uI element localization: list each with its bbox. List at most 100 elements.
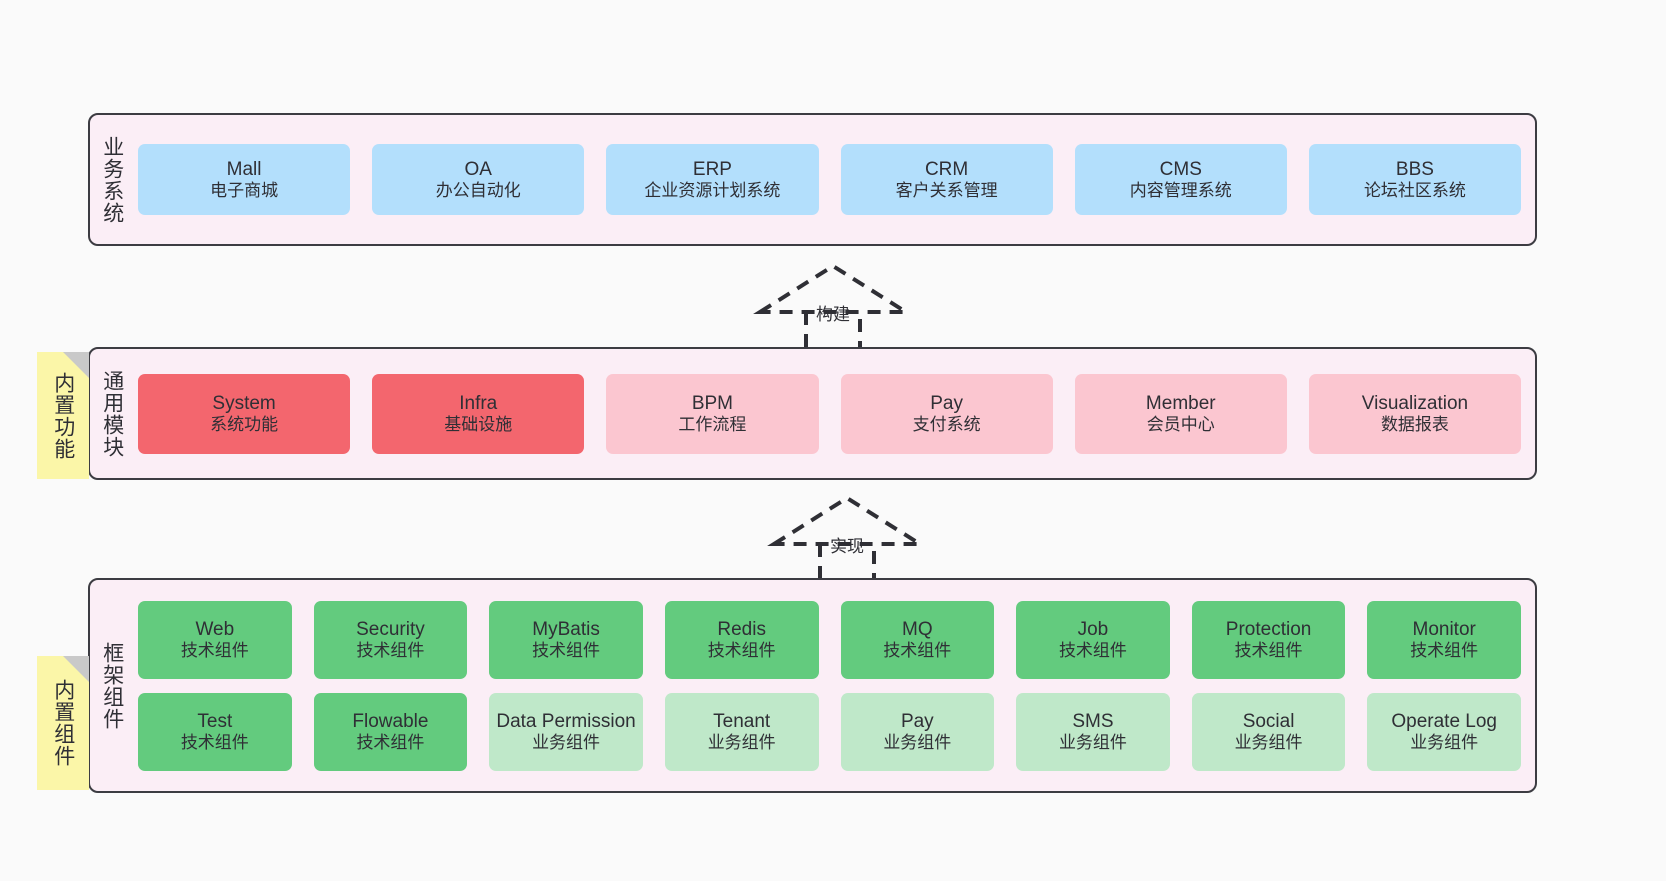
card-subtitle: 基础设施	[444, 414, 513, 434]
card-title: Job	[1077, 618, 1109, 640]
card-test[interactable]: Test 技术组件	[138, 692, 292, 771]
card-mq[interactable]: MQ 技术组件	[840, 600, 995, 679]
card-subtitle: 会员中心	[1146, 414, 1215, 434]
card-title: CRM	[924, 158, 969, 180]
card-title: Web	[195, 618, 235, 640]
card-title: BPM	[691, 392, 734, 414]
layer-title-framework-component: 框架组件	[100, 641, 124, 730]
card-title: ERP	[692, 158, 732, 180]
card-title: Visualization	[1361, 392, 1469, 414]
card-subtitle: 技术组件	[883, 640, 952, 660]
layer-title-business-system: 业务系统	[100, 135, 124, 224]
card-title: Operate Log	[1391, 710, 1497, 732]
card-title: OA	[464, 158, 492, 180]
card-title: Member	[1145, 392, 1216, 414]
card-protection[interactable]: Protection 技术组件	[1191, 600, 1346, 679]
card-title: MyBatis	[532, 618, 600, 640]
card-mybatis[interactable]: MyBatis 技术组件	[489, 600, 643, 679]
card-subtitle: 技术组件	[356, 732, 425, 752]
card-bbs[interactable]: BBS 论坛社区系统	[1308, 144, 1522, 215]
layer-body-framework-component: Web 技术组件 Security 技术组件 MyBatis 技术组件 Redi…	[134, 580, 1535, 791]
card-subtitle: 技术组件	[1234, 640, 1303, 660]
card-tenant[interactable]: Tenant 业务组件	[664, 692, 819, 771]
card-subtitle: 支付系统	[912, 414, 981, 434]
card-pay-component[interactable]: Pay 业务组件	[840, 692, 995, 771]
card-mall[interactable]: Mall 电子商城	[138, 144, 351, 215]
arrow-label-implement: 实现	[830, 537, 864, 556]
card-job[interactable]: Job 技术组件	[1016, 600, 1170, 679]
card-title: Data Permission	[496, 710, 636, 732]
card-subtitle: 客户关系管理	[895, 180, 998, 200]
card-subtitle: 业务组件	[1234, 732, 1303, 752]
card-subtitle: 业务组件	[707, 732, 776, 752]
card-security[interactable]: Security 技术组件	[313, 600, 468, 679]
card-subtitle: 技术组件	[1410, 640, 1479, 660]
card-system[interactable]: System 系统功能	[138, 373, 351, 454]
arrow-build: 构建	[748, 258, 918, 354]
sticky-note-builtin-functions: 内置功能	[37, 352, 89, 479]
card-subtitle: 工作流程	[678, 414, 747, 434]
card-title: Security	[356, 618, 425, 640]
card-title: Test	[197, 710, 233, 732]
card-subtitle: 电子商城	[210, 180, 279, 200]
card-row: System 系统功能 Infra 基础设施 BPM 工作流程 Pay 支付系统…	[138, 373, 1522, 454]
card-member[interactable]: Member 会员中心	[1074, 373, 1287, 454]
card-subtitle: 技术组件	[356, 640, 425, 660]
card-row: Mall 电子商城 OA 办公自动化 ERP 企业资源计划系统 CRM 客户关系…	[138, 144, 1522, 215]
card-title: Tenant	[713, 710, 771, 732]
arrow-implement: 实现	[762, 490, 932, 586]
card-subtitle: 技术组件	[180, 732, 249, 752]
card-title: Protection	[1225, 618, 1312, 640]
card-infra[interactable]: Infra 基础设施	[372, 373, 585, 454]
card-subtitle: 技术组件	[1058, 640, 1127, 660]
card-subtitle: 业务组件	[1058, 732, 1127, 752]
card-row: Web 技术组件 Security 技术组件 MyBatis 技术组件 Redi…	[138, 600, 1521, 679]
layer-title-common-module: 通用模块	[100, 369, 124, 458]
card-oa[interactable]: OA 办公自动化	[372, 144, 585, 215]
card-title: Pay	[900, 710, 934, 732]
card-erp[interactable]: ERP 企业资源计划系统	[606, 144, 819, 215]
card-subtitle: 业务组件	[1410, 732, 1479, 752]
card-title: Infra	[459, 392, 498, 414]
card-web[interactable]: Web 技术组件	[138, 600, 292, 679]
card-crm[interactable]: CRM 客户关系管理	[840, 144, 1053, 215]
layer-framework-component: 框架组件 Web 技术组件 Security 技术组件 MyBatis 技术组件…	[88, 578, 1537, 793]
card-pay[interactable]: Pay 支付系统	[840, 373, 1053, 454]
card-title: Monitor	[1412, 618, 1476, 640]
card-sms[interactable]: SMS 业务组件	[1016, 692, 1170, 771]
page-fold-icon	[63, 352, 89, 378]
card-subtitle: 论坛社区系统	[1363, 180, 1466, 200]
card-title: Redis	[717, 618, 766, 640]
card-operate-log[interactable]: Operate Log 业务组件	[1367, 692, 1521, 771]
card-social[interactable]: Social 业务组件	[1191, 692, 1346, 771]
card-subtitle: 技术组件	[532, 640, 601, 660]
card-title: Mall	[226, 158, 262, 180]
card-subtitle: 业务组件	[883, 732, 952, 752]
layer-body-common-module: System 系统功能 Infra 基础设施 BPM 工作流程 Pay 支付系统…	[134, 349, 1535, 478]
card-title: Flowable	[352, 710, 429, 732]
page-fold-icon	[63, 656, 89, 682]
sticky-note-label: 内置组件	[51, 679, 75, 767]
layer-business-system: 业务系统 Mall 电子商城 OA 办公自动化 ERP 企业资源计划系统 CRM…	[88, 113, 1537, 246]
sticky-note-label: 内置功能	[51, 371, 75, 460]
card-title: Pay	[930, 392, 963, 414]
sticky-note-builtin-components: 内置组件	[37, 656, 89, 790]
card-title: CMS	[1159, 158, 1202, 180]
card-title: MQ	[902, 618, 933, 640]
card-bpm[interactable]: BPM 工作流程	[606, 373, 819, 454]
card-row: Test 技术组件 Flowable 技术组件 Data Permission …	[138, 692, 1521, 771]
layer-common-module: 通用模块 System 系统功能 Infra 基础设施 BPM 工作流程 Pay…	[88, 347, 1537, 480]
card-cms[interactable]: CMS 内容管理系统	[1074, 144, 1287, 215]
card-redis[interactable]: Redis 技术组件	[664, 600, 819, 679]
card-subtitle: 数据报表	[1380, 414, 1449, 434]
card-title: System	[212, 392, 276, 414]
card-data-permission[interactable]: Data Permission 业务组件	[489, 692, 643, 771]
card-subtitle: 技术组件	[180, 640, 249, 660]
card-flowable[interactable]: Flowable 技术组件	[313, 692, 468, 771]
card-visualization[interactable]: Visualization 数据报表	[1308, 373, 1522, 454]
arrow-label-build: 构建	[816, 305, 850, 324]
card-monitor[interactable]: Monitor 技术组件	[1367, 600, 1521, 679]
card-title: Social	[1242, 710, 1295, 732]
card-subtitle: 企业资源计划系统	[644, 180, 781, 200]
